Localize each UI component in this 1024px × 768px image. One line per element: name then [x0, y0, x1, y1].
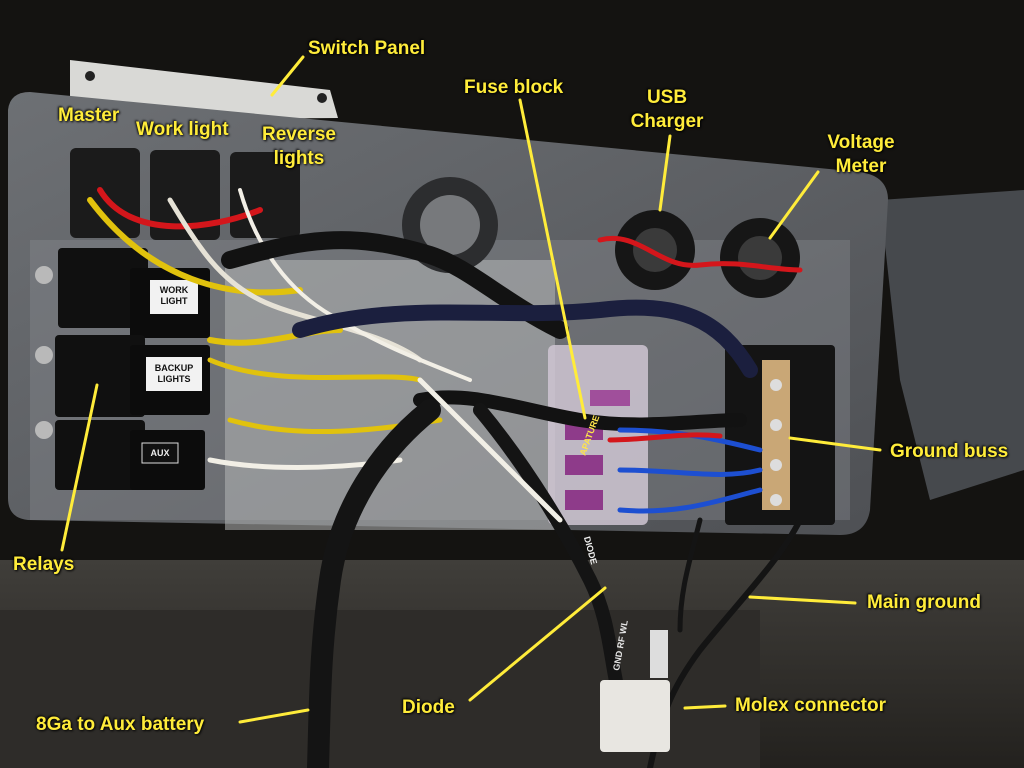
diode-label: Diode [402, 697, 455, 718]
fuse-2 [565, 455, 603, 475]
leader-molex-connector [683, 704, 727, 710]
work-light-relay-label [150, 280, 198, 314]
backup-lights-relay-label [146, 357, 202, 391]
leader-usb-charger [658, 134, 672, 212]
fuse-3 [565, 490, 603, 510]
fuse-block-label: Fuse block [464, 77, 564, 98]
reverse-lights-label: Reverse lights [262, 124, 336, 169]
relay-2 [55, 335, 145, 417]
work-light-switch [150, 150, 220, 240]
ground-buss-label: Ground buss [890, 441, 1009, 462]
switch-panel-label: Switch Panel [308, 38, 426, 59]
callout-lines [60, 55, 882, 724]
leader-diode [468, 586, 607, 702]
relays-label: Relays [13, 554, 75, 575]
leader-ground-buss [788, 436, 882, 452]
voltage-meter-label: Voltage Meter [827, 132, 895, 177]
leader-aux-battery [238, 708, 310, 724]
leader-main-ground [748, 595, 857, 605]
main-ground-label: Main ground [867, 592, 981, 613]
relay-1 [58, 248, 148, 328]
leader-switch-panel [270, 55, 305, 97]
master-label: Master [58, 105, 120, 126]
leader-voltage-meter [768, 170, 820, 240]
fuse-4 [590, 390, 630, 406]
work-light-label: Work light [136, 119, 229, 140]
leader-fuse-block [518, 98, 587, 420]
molex-plug [600, 680, 670, 752]
backup-lights-relay-text: BACKUP LIGHTS [154, 363, 194, 384]
aux-relay-label [141, 442, 179, 464]
aux-battery-label: 8Ga to Aux battery [36, 714, 205, 735]
leader-relays [60, 383, 99, 552]
usb-charger-label: USB Charger [630, 87, 704, 132]
seat-side [880, 190, 1024, 500]
molex-connector-label: Molex connector [735, 695, 886, 716]
work-light-relay-text: WORK LIGHT [159, 285, 189, 306]
aux-relay-text: AUX [150, 448, 170, 458]
wiring-harness [87, 187, 803, 768]
